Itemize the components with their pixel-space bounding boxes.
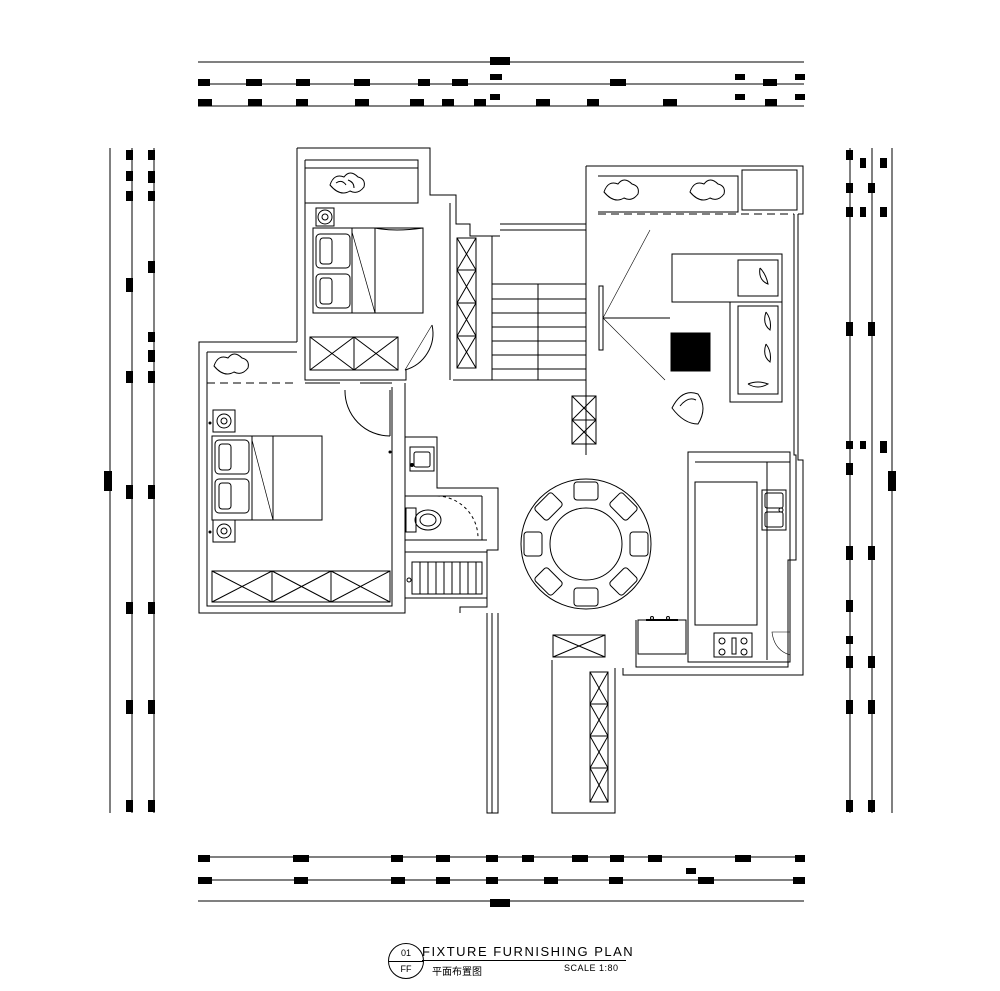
drawing-scale: SCALE 1:80 [564, 963, 619, 973]
toilet-icon [405, 507, 442, 533]
drawing-number-bottom: FF [400, 964, 412, 974]
tv-icon [598, 229, 670, 381]
door-icon [771, 631, 791, 656]
plant-icon [329, 172, 365, 194]
kitchen-counter [687, 451, 791, 663]
wardrobe-icon [211, 570, 391, 603]
plant-icon [603, 179, 725, 201]
fridge-icon [637, 616, 687, 655]
drawing-number-circle: 01 FF [388, 943, 424, 979]
cabinet-dining [552, 634, 606, 658]
socket-marks [208, 421, 392, 534]
doors [344, 324, 479, 539]
drawing-subtitle: 平面布置图 [432, 967, 482, 978]
armchair-icon [671, 392, 704, 425]
window-living [571, 395, 597, 445]
shower-icon [406, 561, 483, 595]
stair-icon [491, 236, 586, 380]
drawing-number-top: 01 [400, 948, 411, 958]
dimension-top [198, 57, 805, 107]
drawing-number-divider [389, 961, 423, 962]
window-upper [456, 237, 477, 369]
dimension-bottom [198, 855, 805, 907]
title-underline [422, 960, 626, 961]
dimension-right [846, 148, 896, 813]
wardrobe-icon [309, 336, 399, 371]
sofa-icon [671, 253, 783, 403]
window-corridor [589, 671, 609, 803]
stove-icon [713, 632, 753, 658]
cabinet-box [741, 169, 798, 211]
sink-icon [761, 489, 787, 531]
coffee-table-icon [670, 332, 711, 372]
title-block: 01 FF FIXTURE FURNISHING PLAN 平面布置图 SCAL… [388, 943, 638, 983]
plant-icon [213, 353, 249, 375]
bed-icon [211, 409, 323, 543]
drawing-title: FIXTURE FURNISHING PLAN [422, 944, 635, 959]
bed-icon [312, 207, 424, 314]
sink-icon [409, 446, 435, 472]
walls [198, 147, 804, 814]
dimension-left [104, 148, 155, 813]
dining-table-icon [520, 478, 652, 610]
